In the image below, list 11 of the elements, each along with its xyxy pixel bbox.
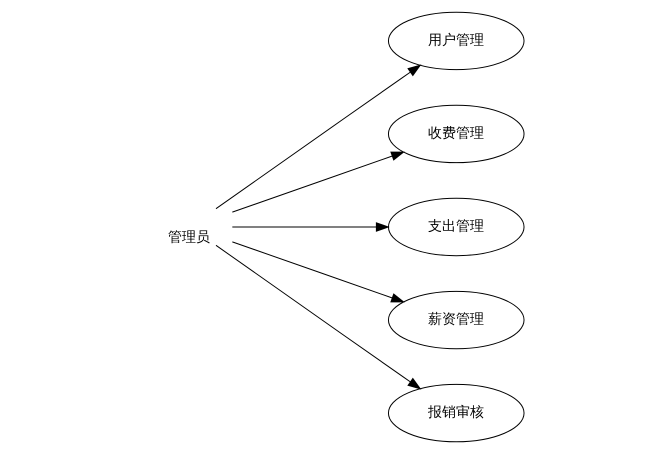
arrow [231,241,404,302]
arrow [215,64,421,210]
arrow [215,244,421,390]
arrow [231,152,404,213]
arrow [231,222,390,232]
node-ellipse: 收费管理 [387,104,524,164]
node-ellipse: 报销审核 [387,384,524,442]
node-ellipse: 支出管理 [387,198,524,256]
node-text: 管理员 [168,230,210,246]
node-ellipse: 用户管理 [387,12,524,70]
node-ellipse: 薪资管理 [387,290,524,350]
